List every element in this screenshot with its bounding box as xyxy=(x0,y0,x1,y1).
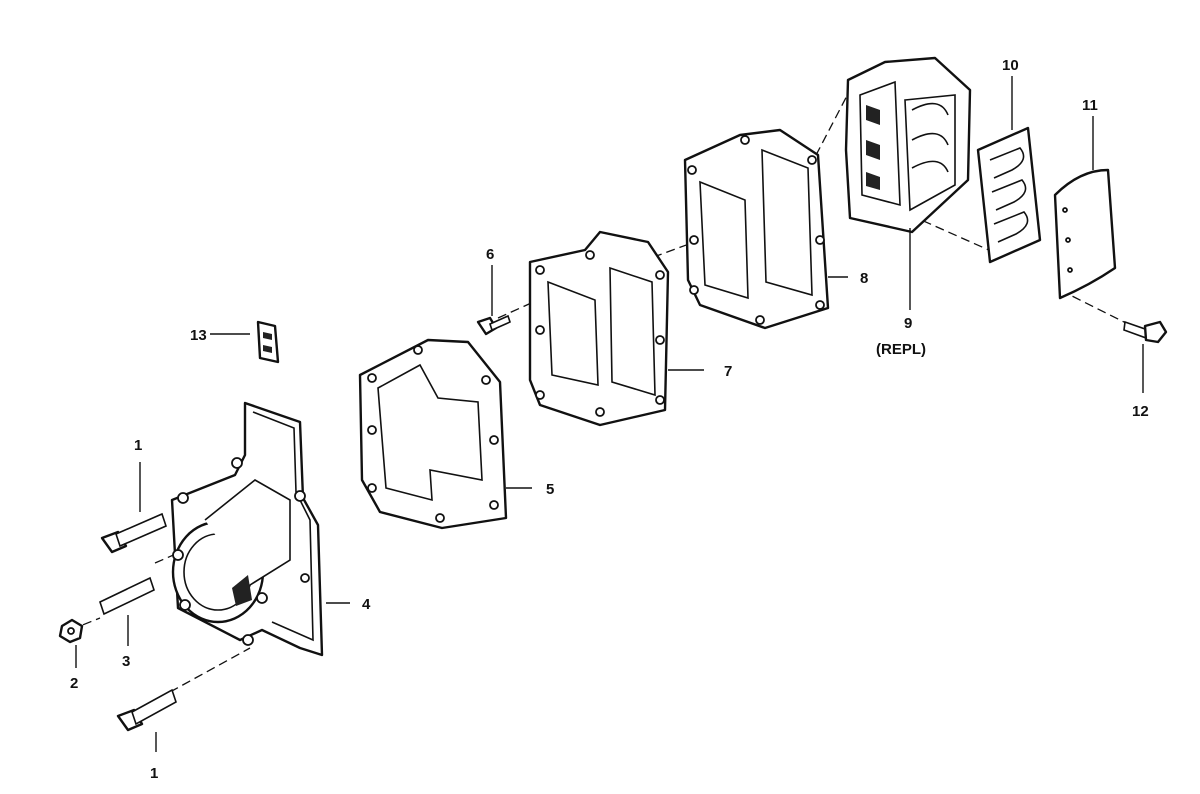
reed-plate-7-part xyxy=(528,230,670,427)
callout-10: 10 xyxy=(1002,57,1019,74)
callout-12: 12 xyxy=(1132,403,1149,420)
gasket-5-part xyxy=(358,338,508,530)
gasket-8-part xyxy=(683,128,830,330)
intake-adapter-part xyxy=(170,401,324,657)
explosion-axis-lower xyxy=(69,214,1131,693)
bolt-1-upper-part xyxy=(100,512,167,554)
callout-9: 9 xyxy=(904,315,912,332)
nut-2-part xyxy=(58,618,84,644)
bolt-1-lower-part xyxy=(116,688,177,732)
reed-petal-10-part xyxy=(976,126,1042,264)
callout-2: 2 xyxy=(70,675,78,692)
decal-13-part xyxy=(256,320,280,364)
callout-7: 7 xyxy=(724,363,732,380)
callout-6: 6 xyxy=(486,246,494,263)
callout-13: 13 xyxy=(190,327,207,344)
leader-lines xyxy=(75,76,1144,752)
callout-3: 3 xyxy=(122,653,130,670)
screw-12-part xyxy=(1123,320,1168,344)
callout-9-note: (REPL) xyxy=(876,341,926,358)
callout-1-lower: 1 xyxy=(150,765,158,782)
stud-3-part xyxy=(99,576,155,616)
screw-6-part xyxy=(476,314,511,336)
callout-11: 11 xyxy=(1082,97,1098,114)
reed-stop-11-part xyxy=(1053,168,1117,300)
reed-block-9-part xyxy=(844,56,972,234)
callout-8: 8 xyxy=(860,270,868,287)
callout-1-upper: 1 xyxy=(134,437,142,454)
callout-5: 5 xyxy=(546,481,554,498)
callout-4: 4 xyxy=(362,596,371,613)
